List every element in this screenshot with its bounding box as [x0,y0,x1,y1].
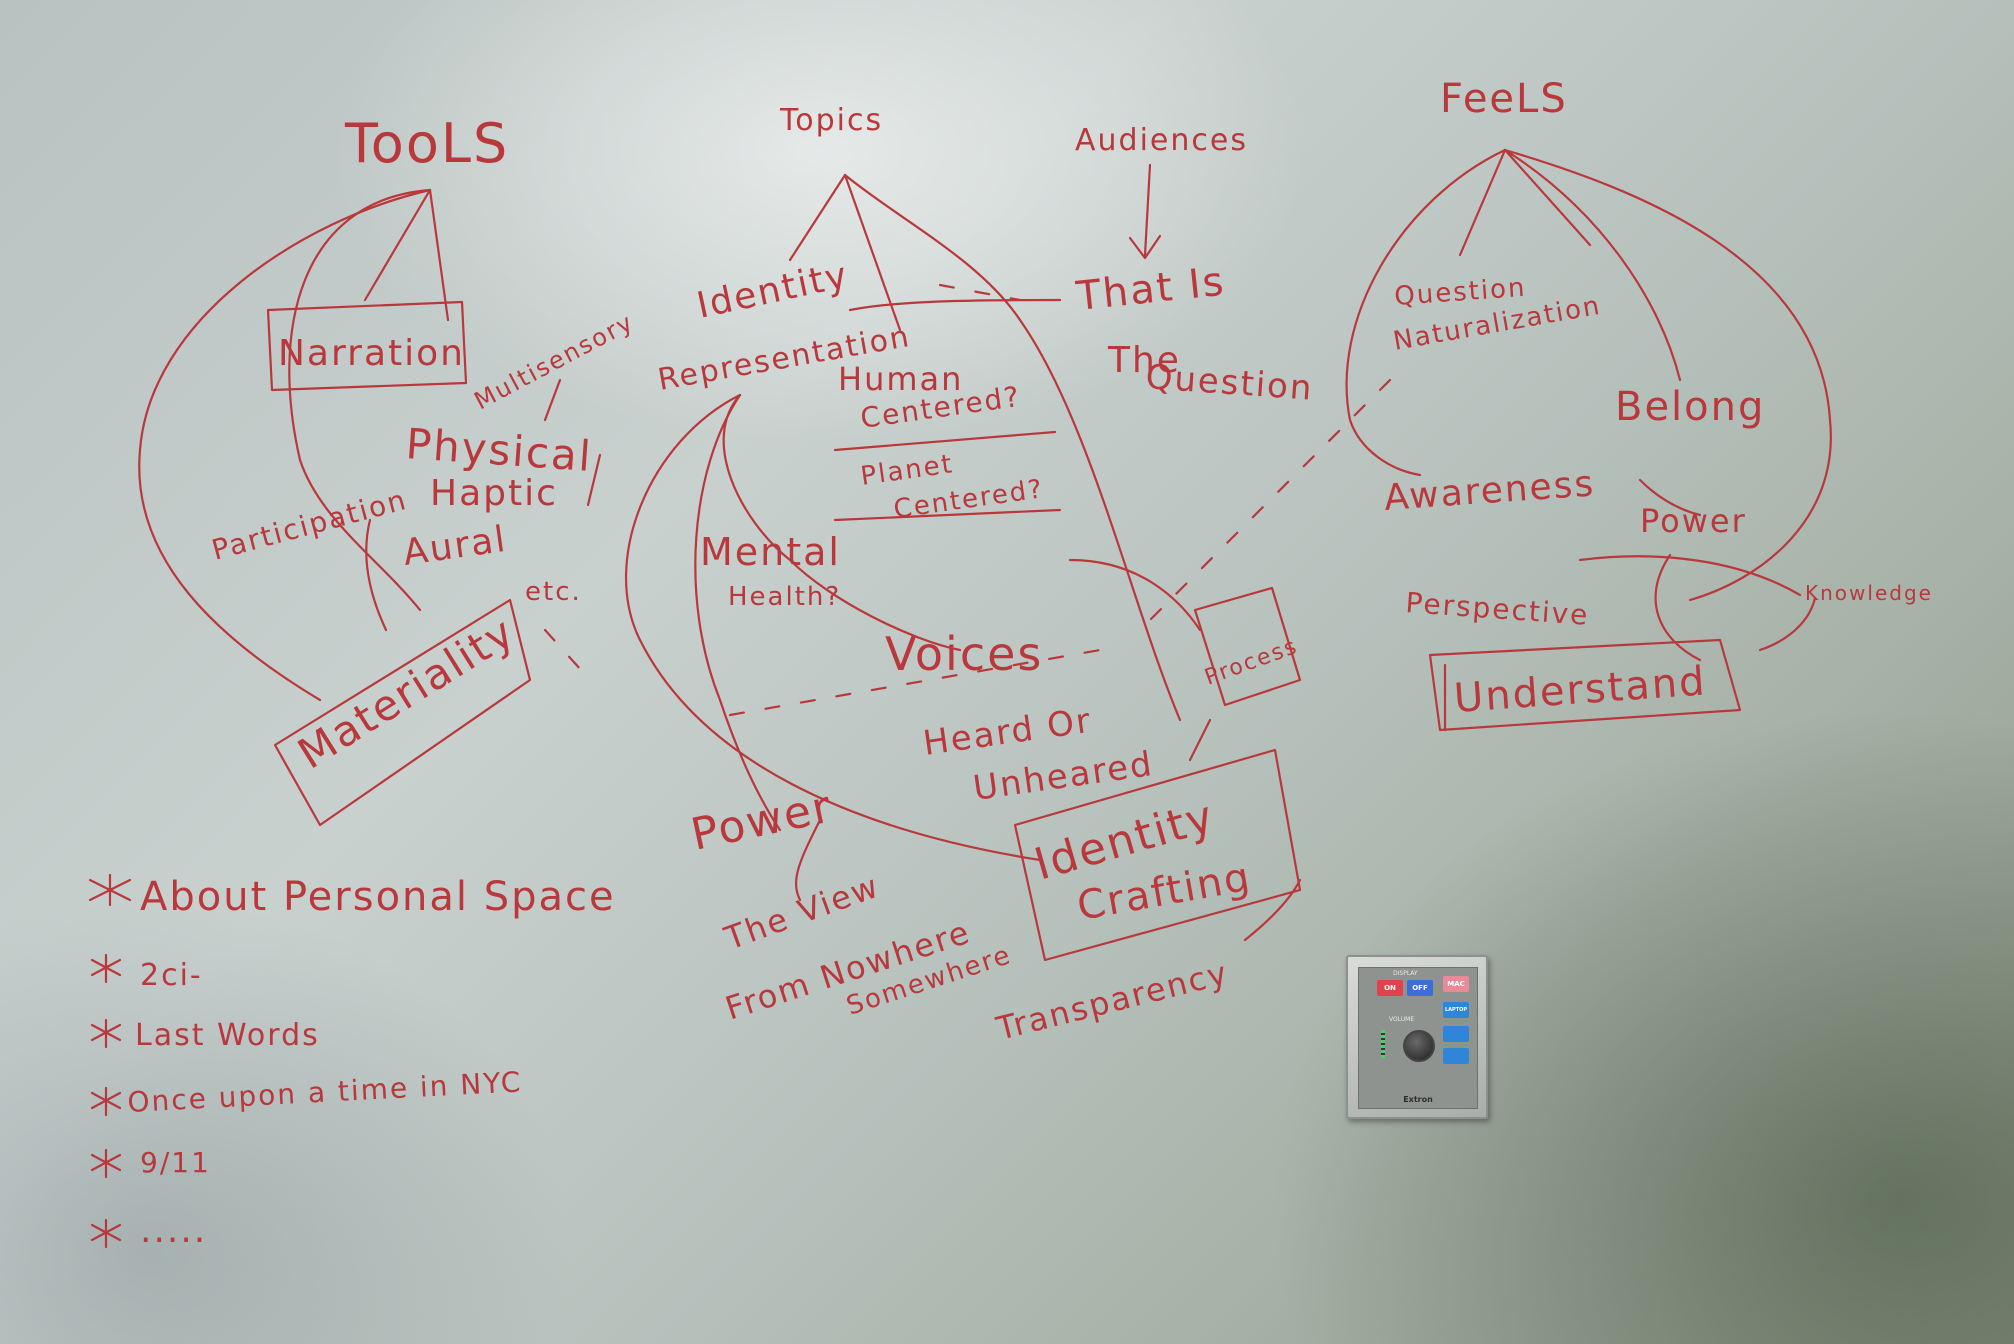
feels-perspective: Perspective [1405,586,1591,632]
feels-knowledge: Knowledge [1805,581,1933,605]
panel-blue-button-3[interactable] [1443,1026,1469,1042]
topics-planet: Planet [859,449,956,492]
list-item-4: Once upon a time in NYC [127,1065,524,1119]
av-control-panel: DISPLAY ON OFF MAC LAPTOP VOLUME Extron [1346,955,1488,1119]
tools-haptic: Haptic [430,473,558,514]
feels-awareness: Awareness [1383,463,1597,519]
topics-human: Human [838,360,963,398]
heading-feels: FeeLS [1440,76,1568,122]
topics-unheard: Unheared [971,744,1156,809]
topics-power: Power [687,781,838,861]
list-item-6: ..... [140,1210,207,1251]
tools-physical: Physical [404,419,594,481]
audiences-that-is: That Is [1073,259,1227,320]
feels-power: Power [1640,502,1747,540]
audiences-the: The [1107,340,1181,381]
topics-health: Health? [728,582,841,612]
topics-view-1: The View [719,867,885,958]
panel-brand: Extron [1403,1095,1433,1104]
tools-narration: Narration [278,333,465,374]
panel-volume-meter [1381,1030,1385,1058]
list-item-3: Last Words [135,1018,320,1053]
heading-audiences: Audiences [1075,123,1248,158]
av-panel-face: DISPLAY ON OFF MAC LAPTOP VOLUME Extron [1358,967,1478,1109]
topics-process: Process [1202,634,1302,691]
panel-on-button[interactable]: ON [1377,980,1403,996]
tools-materiality: Materiality [289,607,523,779]
list-item-5: 9/11 [140,1146,211,1179]
panel-blue-button-4[interactable] [1443,1048,1469,1064]
tools-etc: etc. [525,577,582,607]
topics-mental: Mental [700,530,841,574]
topics-voices: Voices [885,627,1043,681]
panel-volume-knob[interactable] [1403,1030,1435,1062]
feels-understand: Understand [1452,658,1707,722]
sketch-strokes [88,148,1832,1249]
list-item-1: About Personal Space [140,874,616,920]
tools-multisensory: Multisensory [470,308,639,416]
panel-off-button[interactable]: OFF [1407,980,1433,996]
panel-display-label: DISPLAY [1393,970,1418,977]
tools-participation: Participation [208,483,410,567]
panel-volume-label: VOLUME [1389,1016,1415,1023]
audiences-question: Question [1144,357,1314,409]
feels-belong: Belong [1615,384,1765,430]
panel-laptop-button[interactable]: LAPTOP [1443,1002,1469,1018]
topics-identity: Identity [693,255,852,327]
list-item-2: 2ci- [140,958,203,993]
topics-transparency: Transparency [992,953,1233,1048]
heading-topics: Topics [779,103,883,138]
topics-heard: Heard Or [921,701,1095,764]
heading-tools: TooLS [344,112,509,175]
panel-mac-button[interactable]: MAC [1443,976,1469,992]
tools-aural: Aural [401,519,510,574]
